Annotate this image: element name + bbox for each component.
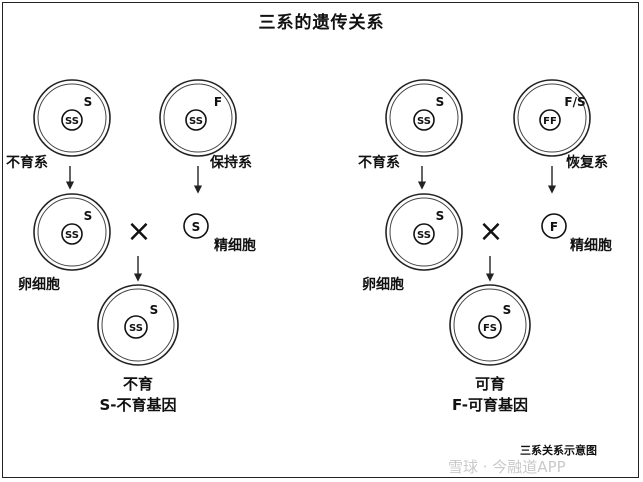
right-sterile-cytoplasm-label: S <box>436 95 445 109</box>
figure-caption: 三系关系示意图 <box>520 444 597 457</box>
right-sperm-label: 精细胞 <box>570 238 612 254</box>
right-sperm-genotype: F <box>550 220 558 234</box>
right-cell-sterile-line: SS S <box>385 79 463 157</box>
left-sterile-line-label: 不育系 <box>6 155 48 171</box>
left-offspring-nucleus-genotype: SS <box>129 323 143 334</box>
left-maintainer-cytoplasm-label: F <box>214 95 222 109</box>
left-sterile-cytoplasm-label: S <box>84 95 93 109</box>
left-cell-maintainer-line: SS F <box>159 79 237 157</box>
right-cell-egg: SS S <box>385 193 463 271</box>
left-cross-symbol: × <box>126 214 151 249</box>
right-offspring-nucleus-genotype: FS <box>483 323 497 334</box>
left-cell-offspring: SS S <box>97 284 179 366</box>
left-cell-sperm: S <box>183 213 209 239</box>
left-egg-cytoplasm-label: S <box>84 209 93 223</box>
left-maintainer-nucleus-genotype: SS <box>189 116 203 127</box>
right-egg-nucleus-genotype: SS <box>417 230 431 241</box>
right-cell-restorer-line: FF F/S <box>513 79 591 157</box>
diagram-title: 三系的遗传关系 <box>258 13 385 33</box>
left-sperm-label: 精细胞 <box>214 238 256 254</box>
left-cell-sterile-line: SS S <box>33 79 111 157</box>
left-cell-egg: SS S <box>33 193 111 271</box>
right-offspring-phenotype: 可育 <box>474 375 505 393</box>
right-restorer-line-label: 恢复系 <box>566 155 608 171</box>
right-cell-offspring: FS S <box>449 284 531 366</box>
left-offspring-phenotype: 不育 <box>122 375 153 393</box>
right-egg-label: 卵细胞 <box>362 277 404 293</box>
right-offspring-cytoplasm-label: S <box>503 303 512 317</box>
right-cross-symbol: × <box>478 214 503 249</box>
left-egg-nucleus-genotype: SS <box>65 230 79 241</box>
watermark: 雪球 · 今融道APP <box>448 458 566 476</box>
right-offspring-gene-note: F-可育基因 <box>451 396 528 414</box>
left-egg-label: 卵细胞 <box>18 277 60 293</box>
right-restorer-cytoplasm-label: F/S <box>564 95 585 109</box>
right-restorer-nucleus-genotype: FF <box>543 116 557 127</box>
left-offspring-gene-note: S-不育基因 <box>99 396 177 414</box>
left-offspring-cytoplasm-label: S <box>150 303 159 317</box>
left-sterile-nucleus-genotype: SS <box>65 116 79 127</box>
right-cell-sperm: F <box>541 213 567 239</box>
right-sterile-nucleus-genotype: SS <box>417 116 431 127</box>
right-sterile-line-label: 不育系 <box>358 155 400 171</box>
right-egg-cytoplasm-label: S <box>436 209 445 223</box>
diagram-frame <box>2 2 639 478</box>
left-maintainer-line-label: 保持系 <box>210 155 252 171</box>
left-sperm-genotype: S <box>192 220 201 234</box>
